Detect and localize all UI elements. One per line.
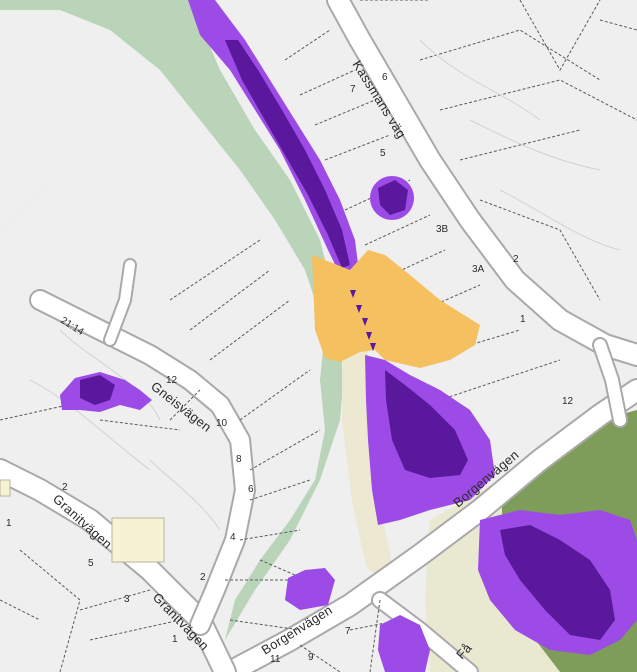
- house-number: 1: [172, 634, 178, 645]
- house-number: 7: [345, 626, 351, 637]
- house-number: 2: [200, 572, 206, 583]
- flow-markers: [350, 290, 376, 351]
- flood-zones-dark: [80, 40, 615, 640]
- house-number: 2: [513, 254, 519, 265]
- house-number: 8: [236, 454, 242, 465]
- house-number: 11: [270, 654, 281, 665]
- house-number: 4: [230, 532, 236, 543]
- contour-lines: [29, 39, 621, 531]
- footpath: [342, 327, 391, 573]
- house-number: 2: [62, 482, 68, 493]
- house-number: 3A: [472, 264, 485, 275]
- house-number: 5: [380, 148, 386, 159]
- house-number: 7: [350, 84, 356, 95]
- residential-block-west: [0, 185, 325, 672]
- building-small: [0, 479, 11, 497]
- house-number: 3B: [436, 224, 449, 235]
- house-number: 9: [308, 652, 314, 663]
- house-number: 3: [124, 594, 130, 605]
- house-number: 12: [562, 396, 574, 407]
- house-number: 5: [88, 558, 94, 569]
- house-number: 1: [6, 518, 12, 529]
- house-number: 1: [520, 314, 526, 325]
- house-number: 10: [216, 418, 228, 429]
- house-number: 6: [382, 72, 388, 83]
- building: [111, 517, 165, 563]
- house-number: 12: [166, 375, 178, 386]
- house-number: 6: [248, 484, 254, 495]
- highlight-area: [312, 250, 480, 368]
